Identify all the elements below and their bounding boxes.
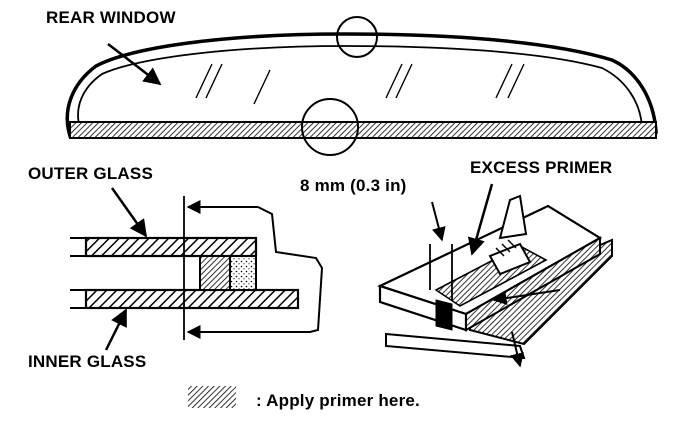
rear-window-leader bbox=[107, 43, 162, 86]
spacer-sealant bbox=[229, 255, 257, 291]
outer-glass-layer bbox=[84, 236, 258, 258]
excess-primer-label: EXCESS PRIMER bbox=[470, 158, 613, 177]
wipe-arrow-down bbox=[510, 331, 524, 368]
dimension-arrow bbox=[431, 201, 446, 242]
spacer-primer-area bbox=[199, 255, 231, 291]
outer-bracket-arrow bbox=[186, 206, 324, 339]
inner-glass-layer bbox=[84, 288, 300, 310]
detail-circle-bottom bbox=[301, 98, 359, 156]
inner-glass-leader bbox=[104, 308, 128, 351]
outer-glass-leader bbox=[110, 187, 148, 238]
glass-edge-perspective bbox=[377, 194, 613, 360]
inner-glass-label: INNER GLASS bbox=[28, 352, 147, 371]
detail-circle-top bbox=[336, 16, 378, 58]
excess-primer-leader bbox=[467, 183, 494, 256]
outer-glass-label: OUTER GLASS bbox=[28, 164, 153, 183]
legend-text: : Apply primer here. bbox=[256, 391, 420, 410]
legend-swatch bbox=[188, 386, 236, 408]
wipe-arrow-horizontal bbox=[492, 289, 561, 306]
glass-cross-section bbox=[70, 196, 300, 340]
gap-dimension-label: 8 mm (0.3 in) bbox=[300, 176, 407, 195]
rear-window-glass bbox=[65, 32, 658, 139]
rear-window-label: REAR WINDOW bbox=[46, 8, 176, 27]
